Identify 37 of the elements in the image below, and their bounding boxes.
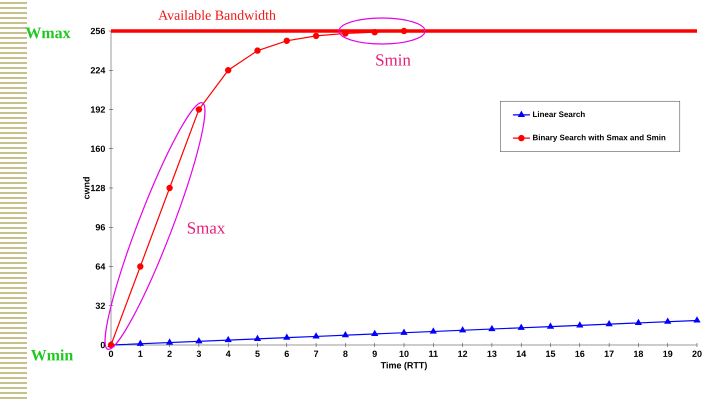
x-tick-label: 17 [604, 350, 614, 357]
annotation-label: Smax [188, 222, 226, 234]
x-tick-label: 4 [226, 350, 231, 357]
x-axis-title: Time (RTT) [380, 362, 427, 370]
x-tick-label: 8 [343, 350, 348, 357]
x-tick-label: 7 [314, 350, 318, 357]
x-tick-label: 15 [546, 350, 556, 357]
x-tick-label: 9 [372, 350, 377, 357]
y-axis-title: cwnd [82, 177, 90, 200]
x-tick-label: 18 [634, 350, 644, 357]
x-tick-label: 1 [138, 350, 143, 357]
axis-annotation: Wmin [30, 349, 74, 361]
x-tick-label: 12 [458, 350, 468, 357]
y-tick-label: 160 [90, 146, 105, 152]
x-tick-label: 5 [255, 350, 260, 357]
x-tick-label: 6 [284, 350, 289, 357]
x-tick-label: 20 [692, 350, 702, 357]
y-tick-label: 256 [90, 28, 106, 34]
x-tick-label: 16 [575, 350, 584, 357]
x-tick-label: 13 [487, 350, 497, 357]
y-tick-label: 128 [90, 184, 106, 192]
annotation-label: Smin [376, 54, 411, 66]
y-tick-label: 224 [90, 67, 106, 74]
axis-annotation: Wmax [26, 28, 70, 38]
x-tick-label: 2 [167, 350, 172, 357]
y-tick-label: 64 [96, 263, 106, 270]
y-tick-label: 192 [90, 106, 105, 113]
x-tick-label: 19 [663, 350, 672, 357]
x-tick-label: 0 [108, 350, 114, 357]
x-tick-label: 11 [429, 350, 438, 357]
y-tick-label: 0 [100, 342, 105, 348]
x-tick-label: 3 [196, 350, 202, 357]
annotation-label: Available Bandwidth [158, 10, 276, 20]
x-tick-label: 14 [516, 350, 526, 357]
y-tick-label: 32 [96, 302, 105, 309]
y-tick-label: 96 [96, 224, 106, 230]
x-tick-label: 10 [400, 350, 409, 357]
